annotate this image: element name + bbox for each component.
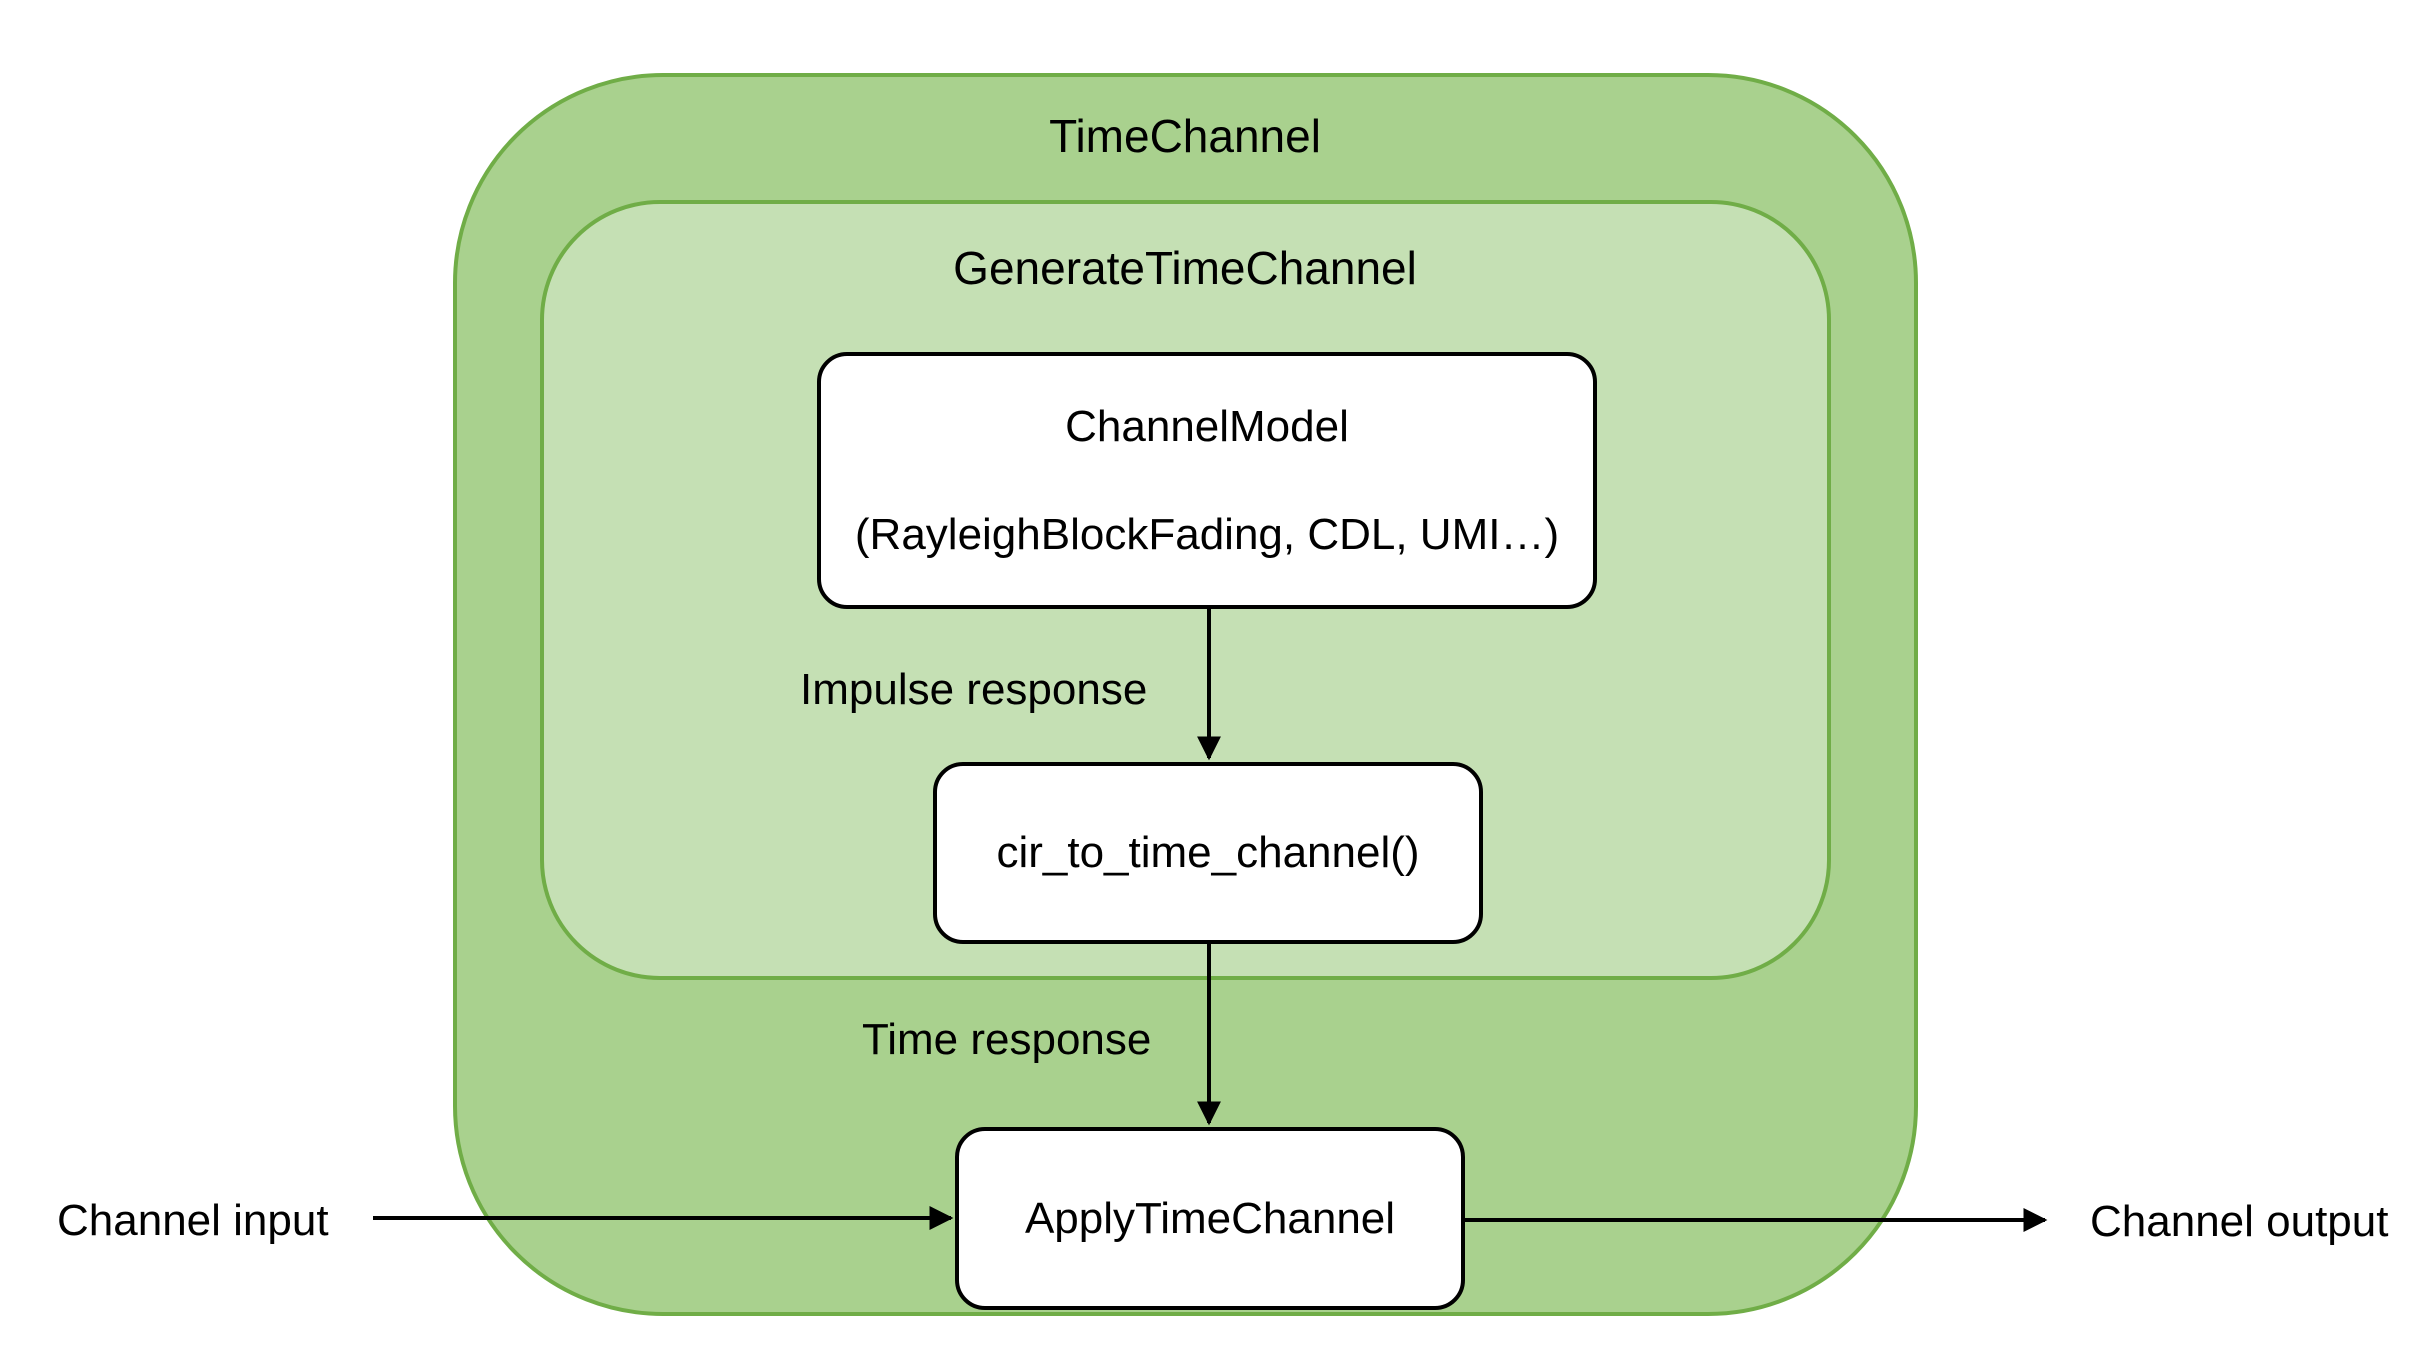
channel-model-subtitle: (RayleighBlockFading, CDL, UMI…) [854,509,1560,559]
cir-to-time-channel-label: cir_to_time_channel() [996,828,1420,877]
cir-to-time-channel-node: cir_to_time_channel() [933,762,1483,944]
apply-time-channel-node: ApplyTimeChannel [955,1127,1465,1310]
impulse-response-label: Impulse response [800,665,1148,714]
generate-time-channel-title: GenerateTimeChannel [953,242,1417,294]
apply-time-channel-label: ApplyTimeChannel [1024,1193,1396,1243]
channel-model-title: ChannelModel [1065,401,1349,451]
time-response-label: Time response [862,1015,1152,1064]
channel-output-label: Channel output [2090,1197,2389,1246]
channel-input-label: Channel input [57,1196,329,1245]
time-channel-title: TimeChannel [1049,110,1321,162]
channel-model-node: ChannelModel (RayleighBlockFading, CDL, … [817,352,1597,609]
